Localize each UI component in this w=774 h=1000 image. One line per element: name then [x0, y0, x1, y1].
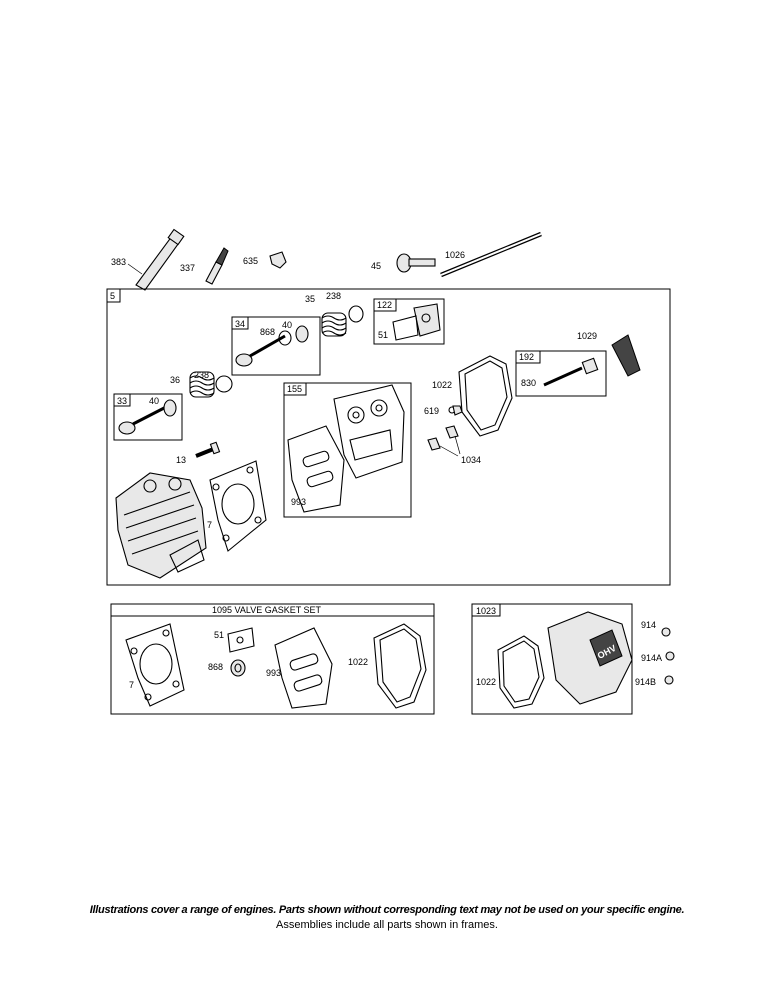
part-993-gasket-b: 993	[266, 627, 333, 709]
label-1026: 1026	[445, 250, 465, 260]
label-830: 830	[521, 378, 536, 388]
part-1022-gasket-a: 1022	[432, 355, 513, 437]
part-914-screw: 914	[641, 620, 671, 637]
label-238-a: 238	[326, 291, 341, 301]
label-122: 122	[377, 300, 392, 310]
footer-assembly-note: Assemblies include all parts shown in fr…	[276, 919, 498, 931]
part-36-spring: 36 238	[170, 370, 233, 398]
part-45-tappet: 45	[371, 253, 436, 273]
part-7-head-gasket-b: 7	[125, 623, 185, 707]
label-33: 33	[117, 396, 127, 406]
label-1022-b: 1022	[348, 657, 368, 667]
label-13: 13	[176, 455, 186, 465]
frame-5	[106, 288, 671, 586]
frame-122	[373, 298, 445, 345]
part-7-head-gasket-a: 7	[207, 460, 267, 552]
label-383: 383	[111, 257, 126, 267]
label-5: 5	[110, 291, 115, 301]
label-40-b: 40	[149, 396, 159, 406]
label-238-b: 238	[194, 370, 209, 380]
label-36: 36	[170, 375, 180, 385]
frame-34	[231, 316, 321, 376]
part-914A-screw: 914A	[641, 651, 675, 663]
label-34: 34	[235, 319, 245, 329]
label-192: 192	[519, 352, 534, 362]
part-35-spring: 35 238	[305, 291, 364, 337]
label-40-a: 40	[282, 320, 292, 330]
part-914B-screw: 914B	[635, 675, 674, 687]
footer-disclaimer: Illustrations cover a range of engines. …	[89, 904, 685, 916]
part-635-boot: 635	[243, 251, 287, 269]
part-cylinder-head	[115, 472, 207, 579]
label-1022-a: 1022	[432, 380, 452, 390]
label-45: 45	[371, 261, 381, 271]
part-868-seal: 868	[208, 659, 246, 677]
label-993-a: 993	[291, 497, 306, 507]
kit-title: 1095 VALVE GASKET SET	[212, 605, 322, 615]
label-993-b: 993	[266, 668, 281, 678]
part-122-bracket: 51	[378, 303, 441, 341]
label-7-a: 7	[207, 520, 212, 530]
part-34-valve: 868 40	[235, 320, 309, 367]
part-1022-gasket-c: 1022	[476, 635, 545, 709]
frame-192	[515, 350, 607, 397]
frame-155	[283, 382, 412, 518]
label-914B: 914B	[635, 677, 656, 687]
frame-33	[113, 393, 183, 441]
label-1022-c: 1022	[476, 677, 496, 687]
part-337-spark-plug: 337	[180, 247, 229, 285]
label-635: 635	[243, 256, 258, 266]
part-1026-pushrod: 1026	[440, 231, 542, 278]
label-337: 337	[180, 263, 195, 273]
label-1023: 1023	[476, 606, 496, 616]
label-1034: 1034	[461, 455, 481, 465]
part-51-gasket: 51	[214, 627, 255, 653]
part-1029-shield: 1029	[577, 331, 641, 377]
label-914A: 914A	[641, 653, 662, 663]
part-rocker-cover: OHV	[547, 611, 633, 705]
label-1029: 1029	[577, 331, 597, 341]
part-13-bolt: 13	[176, 441, 221, 465]
label-51-a: 51	[378, 330, 388, 340]
part-619-nut: 619	[424, 405, 463, 416]
label-619: 619	[424, 406, 439, 416]
label-868-b: 868	[208, 662, 223, 672]
part-830-breather: 830	[521, 357, 599, 388]
label-868-a: 868	[260, 327, 275, 337]
part-383-group: 383	[111, 228, 185, 291]
part-1022-gasket-b: 1022	[348, 623, 427, 709]
part-155-breather-assy: 993	[287, 384, 405, 513]
part-33-valve: 40	[118, 396, 177, 435]
label-35: 35	[305, 294, 315, 304]
label-7-b: 7	[129, 680, 134, 690]
label-51-b: 51	[214, 630, 224, 640]
label-155: 155	[287, 384, 302, 394]
part-1034-grommets: 1034	[427, 425, 481, 465]
label-914: 914	[641, 620, 656, 630]
frame-1095-valve-gasket-set	[110, 603, 435, 715]
